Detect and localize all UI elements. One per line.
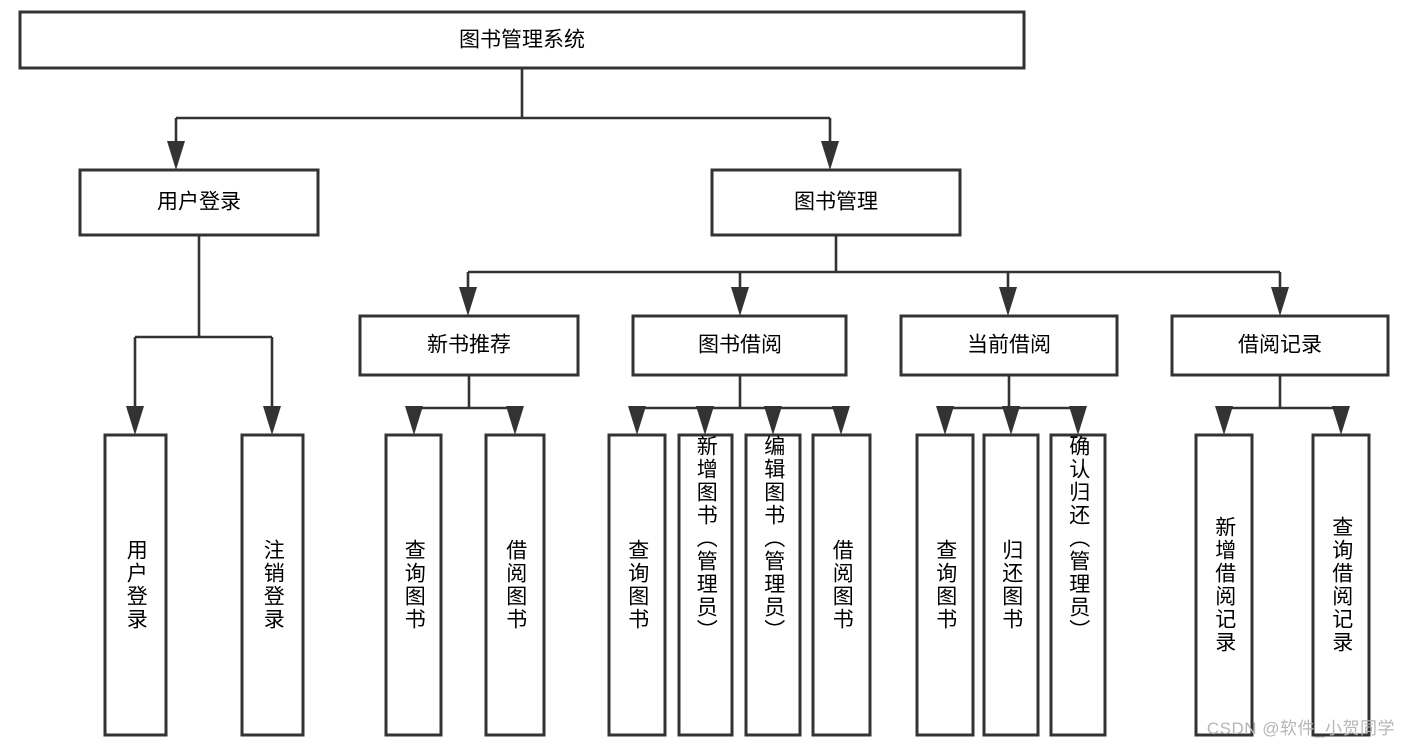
watermark-text: CSDN @软件_小贺同学 <box>1206 719 1395 738</box>
arrow-bookmgmt-to-current <box>999 287 1017 316</box>
leaf-box-borrow-book-2[interactable] <box>811 433 872 737</box>
node-root-box[interactable] <box>18 10 1026 70</box>
arrow-record-leaf1 <box>1215 406 1233 435</box>
arrow-userlogin-right <box>263 406 281 435</box>
arrow-borrow-leaf1 <box>628 406 646 435</box>
leaf-box-add-book-admin[interactable] <box>677 433 734 737</box>
arrow-current-leaf2 <box>1002 406 1020 435</box>
node-borrow-record-label: 借阅记录 <box>1238 334 1322 357</box>
leaf-box-edit-book-admin[interactable] <box>744 433 802 737</box>
node-new-book-recommend[interactable]: 新书推荐 <box>358 314 580 377</box>
arrow-bookmgmt-to-record <box>1271 287 1289 316</box>
leaf-box-query-book-3[interactable] <box>915 433 975 737</box>
node-book-management-box[interactable] <box>710 168 962 237</box>
node-user-login[interactable]: 用户登录 <box>78 168 320 237</box>
node-new-book-recommend-label: 新书推荐 <box>427 334 511 357</box>
node-root-label: 图书管理系统 <box>459 29 585 52</box>
arrow-borrow-leaf2 <box>696 406 714 435</box>
node-user-login-label: 用户登录 <box>157 191 241 214</box>
node-user-login-box[interactable] <box>78 168 320 237</box>
arrow-bookmgmt-to-newbook <box>459 287 477 316</box>
arrow-root-to-user-login <box>167 141 185 170</box>
leaf-box-add-borrow-record[interactable] <box>1194 433 1254 737</box>
node-current-borrow-label: 当前借阅 <box>967 334 1051 357</box>
arrow-bookmgmt-to-borrow <box>731 287 749 316</box>
node-current-borrow[interactable]: 当前借阅 <box>899 314 1119 377</box>
arrow-borrow-leaf4 <box>832 406 850 435</box>
arrow-record-leaf2 <box>1332 406 1350 435</box>
leaf-box-user-login[interactable] <box>103 433 168 737</box>
node-book-borrow-label: 图书借阅 <box>698 334 782 357</box>
node-book-management[interactable]: 图书管理 <box>710 168 962 237</box>
arrow-userlogin-left <box>126 406 144 435</box>
leaf-box-query-book-2[interactable] <box>607 433 667 737</box>
leaf-box-query-book-1[interactable] <box>384 433 443 737</box>
node-root[interactable]: 图书管理系统 <box>18 10 1026 70</box>
node-new-book-recommend-box[interactable] <box>358 314 580 377</box>
arrow-borrow-leaf3 <box>764 406 782 435</box>
node-book-borrow[interactable]: 图书借阅 <box>631 314 848 377</box>
leaf-box-logout-login[interactable] <box>240 433 305 737</box>
arrow-current-leaf3 <box>1069 406 1087 435</box>
node-borrow-record-box[interactable] <box>1170 314 1390 377</box>
arrow-newbook-leaf1 <box>405 406 423 435</box>
connector-layer <box>126 68 1350 435</box>
leaf-box-confirm-return-admin[interactable] <box>1049 433 1107 737</box>
arrow-current-leaf1 <box>936 406 954 435</box>
node-current-borrow-box[interactable] <box>899 314 1119 377</box>
leaf-layer <box>103 433 1371 737</box>
leaf-box-borrow-book-1[interactable] <box>484 433 546 737</box>
arrow-newbook-leaf2 <box>506 406 524 435</box>
node-book-borrow-box[interactable] <box>631 314 848 377</box>
leaf-box-query-borrow-record[interactable] <box>1311 433 1371 737</box>
leaf-box-return-book[interactable] <box>982 433 1040 737</box>
arrow-root-to-book-mgmt <box>821 141 839 170</box>
node-borrow-record[interactable]: 借阅记录 <box>1170 314 1390 377</box>
node-book-management-label: 图书管理 <box>794 191 878 214</box>
